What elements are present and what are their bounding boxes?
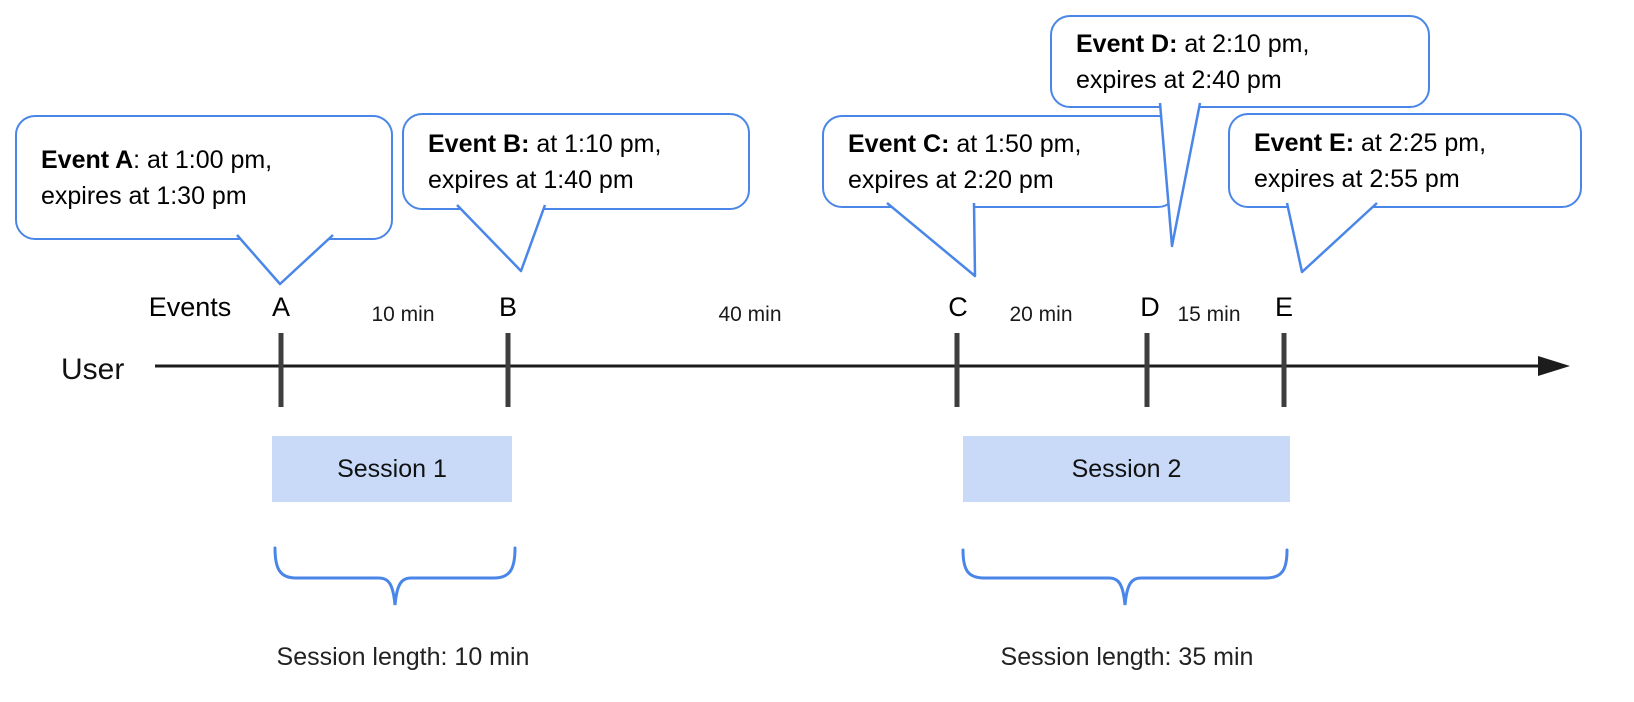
event-e-expiry: expires at 2:55 pm [1254, 164, 1460, 193]
session-2-label: Session 2 [1071, 454, 1182, 483]
interval-b-c: 40 min [718, 303, 782, 326]
event-a-bubble-text: Event A: at 1:00 pm, expires at 1:30 pm [17, 142, 282, 214]
brace-session-1 [273, 546, 517, 606]
event-letter-e: E [1274, 292, 1294, 322]
interval-c-d: 20 min [1009, 303, 1073, 326]
event-b-expiry: expires at 1:40 pm [428, 165, 634, 194]
event-b-title: Event B: [428, 129, 530, 158]
event-d-bubble-text: Event D: at 2:10 pm, expires at 2:40 pm [1052, 26, 1319, 98]
event-letter-b: B [498, 292, 518, 322]
arrowhead-icon [1538, 356, 1570, 376]
event-a-expiry: expires at 1:30 pm [41, 181, 247, 210]
event-b-bubble: Event B: at 1:10 pm, expires at 1:40 pm [402, 113, 750, 210]
event-b-time: at 1:10 pm, [529, 129, 662, 158]
event-e-title: Event E: [1254, 128, 1355, 157]
bubble-tail-b [456, 204, 547, 273]
event-b-bubble-text: Event B: at 1:10 pm, expires at 1:40 pm [404, 126, 671, 198]
event-c-time: at 1:50 pm, [949, 129, 1082, 158]
event-letter-a: A [271, 292, 291, 322]
event-c-title: Event C: [848, 129, 950, 158]
event-a-bubble: Event A: at 1:00 pm, expires at 1:30 pm [15, 115, 393, 240]
user-label: User [61, 353, 125, 386]
bubble-tail-c [886, 202, 977, 278]
event-d-time: at 2:10 pm, [1177, 29, 1310, 58]
event-d-bubble: Event D: at 2:10 pm, expires at 2:40 pm [1050, 15, 1430, 108]
event-d-expiry: expires at 2:40 pm [1076, 65, 1282, 94]
event-c-expiry: expires at 2:20 pm [848, 165, 1054, 194]
bubble-tail-d [1158, 102, 1202, 248]
event-letter-c: C [948, 292, 968, 322]
session-1-box: Session 1 [272, 436, 512, 502]
event-letter-d: D [1140, 292, 1160, 322]
bubble-tail-a [236, 234, 334, 286]
event-a-time: : at 1:00 pm, [133, 145, 273, 174]
interval-a-b: 10 min [371, 303, 435, 326]
session-2-box: Session 2 [963, 436, 1290, 502]
event-c-bubble: Event C: at 1:50 pm, expires at 2:20 pm [822, 115, 1178, 208]
session-1-label: Session 1 [337, 454, 447, 483]
session-1-length-label: Session length: 10 min [276, 643, 530, 671]
interval-d-e: 15 min [1177, 303, 1241, 326]
bubble-tail-e [1285, 202, 1378, 274]
events-row-label: Events [148, 292, 232, 322]
event-e-bubble: Event E: at 2:25 pm, expires at 2:55 pm [1228, 113, 1582, 208]
event-e-time: at 2:25 pm, [1354, 128, 1487, 157]
event-e-bubble-text: Event E: at 2:25 pm, expires at 2:55 pm [1230, 125, 1496, 197]
event-c-bubble-text: Event C: at 1:50 pm, expires at 2:20 pm [824, 126, 1091, 198]
event-d-title: Event D: [1076, 29, 1178, 58]
session-2-length-label: Session length: 35 min [1000, 643, 1254, 671]
event-a-title: Event A [41, 145, 134, 174]
brace-session-2 [961, 548, 1289, 606]
